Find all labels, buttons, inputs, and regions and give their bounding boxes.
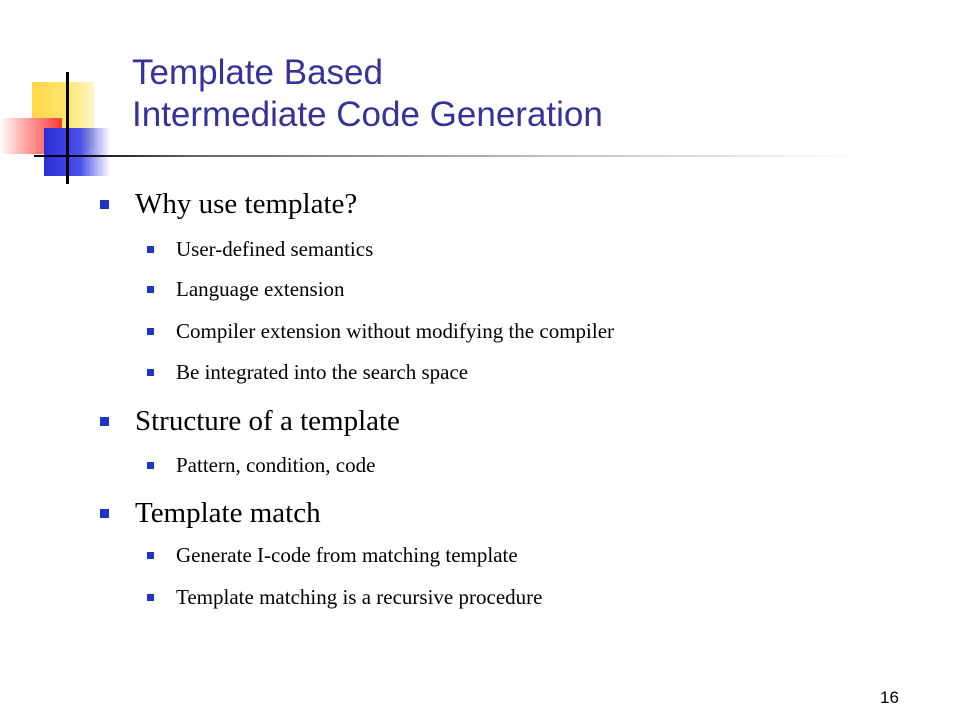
- slide-title-line-2: Intermediate Code Generation: [132, 95, 603, 134]
- square-bullet-icon: [147, 594, 154, 601]
- square-bullet-icon: [147, 246, 154, 253]
- title-underline: [34, 155, 860, 157]
- slide-title-line-1: Template Based: [132, 53, 383, 92]
- bullet-text: Why use template?: [135, 188, 358, 220]
- square-bullet-icon: [100, 200, 109, 209]
- square-bullet-icon: [147, 286, 154, 293]
- sub-bullet-text: User-defined semantics: [176, 237, 374, 261]
- square-bullet-icon: [100, 509, 109, 518]
- square-bullet-icon: [100, 417, 109, 426]
- square-bullet-icon: [147, 462, 154, 469]
- square-bullet-icon: [147, 552, 154, 559]
- square-bullet-icon: [147, 328, 154, 335]
- sub-bullet-text: Language extension: [176, 277, 345, 301]
- logo-vertical-line: [66, 72, 69, 184]
- sub-bullet-text: Pattern, condition, code: [176, 453, 376, 477]
- sub-bullet-text: Template matching is a recursive procedu…: [176, 585, 543, 609]
- bullet-text: Structure of a template: [135, 405, 400, 437]
- logo-blue-square: [44, 128, 110, 176]
- sub-bullet-text: Compiler extension without modifying the…: [176, 319, 615, 343]
- sub-bullet-text: Be integrated into the search space: [176, 360, 469, 384]
- sub-bullet-text: Generate I-code from matching template: [176, 543, 518, 567]
- square-bullet-icon: [147, 369, 154, 376]
- slide-title: Template Based Intermediate Code Generat…: [132, 52, 603, 136]
- page-number: 16: [880, 688, 899, 707]
- bullet-text: Template match: [135, 497, 321, 529]
